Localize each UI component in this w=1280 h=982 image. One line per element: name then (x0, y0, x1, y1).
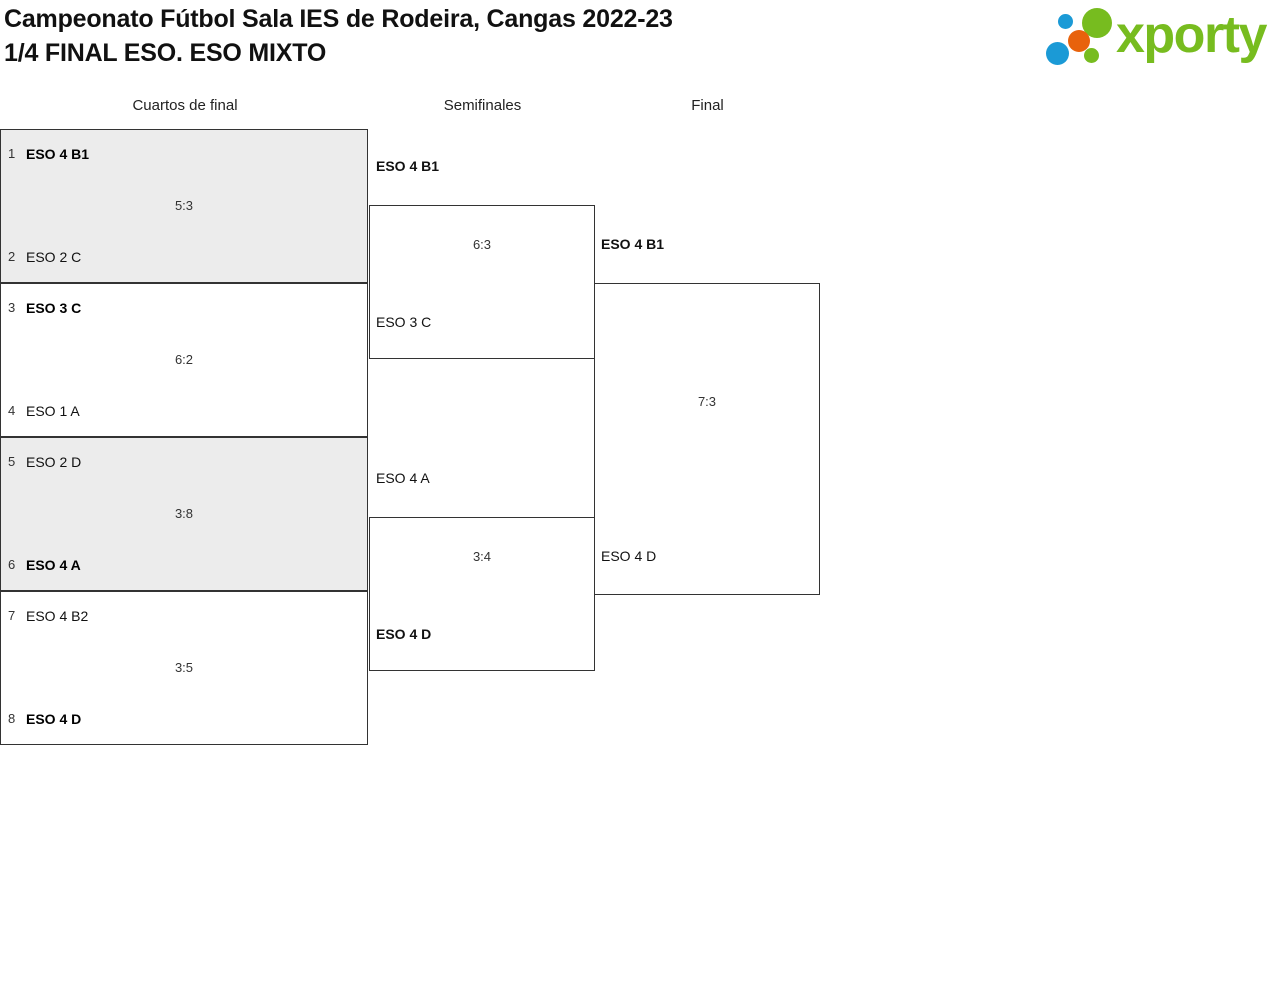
page-title: Campeonato Fútbol Sala IES de Rodeira, C… (4, 2, 904, 70)
team-name: ESO 4 B1 (376, 158, 440, 174)
logo-dot-blue-small (1058, 14, 1073, 29)
seed-number: 4 (8, 403, 16, 418)
round-header-semifinals: Semifinales (443, 97, 522, 114)
seed-number: 6 (8, 557, 16, 572)
team-name: ESO 4 A (376, 470, 430, 486)
match-quarterfinal-2[interactable]: 3 ESO 3 C 6:2 4 ESO 1 A (0, 283, 368, 437)
team-name: ESO 3 C (26, 300, 82, 316)
team-name-champion: ESO 4 B1 (601, 236, 665, 252)
tournament-title-line-1: Campeonato Fútbol Sala IES de Rodeira, C… (4, 5, 673, 33)
match-score: 7:3 (697, 394, 717, 409)
round-header-final: Final (691, 97, 724, 114)
match-score: 3:4 (472, 549, 492, 564)
team-name: ESO 3 C (376, 314, 432, 330)
team-name: ESO 2 D (26, 454, 82, 470)
match-quarterfinal-4[interactable]: 7 ESO 4 B2 3:5 8 ESO 4 D (0, 591, 368, 745)
team-name: ESO 4 B2 (26, 608, 89, 624)
match-final[interactable]: 7:3 (594, 283, 820, 595)
logo-dot-blue-large (1046, 42, 1069, 65)
match-quarterfinal-3[interactable]: 5 ESO 2 D 3:8 6 ESO 4 A (0, 437, 368, 591)
seed-number: 1 (8, 146, 16, 161)
xporty-logo[interactable]: xporty (1046, 4, 1276, 66)
match-semifinal-2[interactable]: 3:4 (369, 517, 595, 671)
match-score: 3:8 (174, 506, 194, 521)
logo-wordmark: xporty (1116, 6, 1267, 64)
match-score: 6:2 (174, 352, 194, 367)
page-header: Campeonato Fútbol Sala IES de Rodeira, C… (0, 0, 1280, 90)
match-quarterfinal-1[interactable]: 1 ESO 4 B1 5:3 2 ESO 2 C (0, 129, 368, 283)
seed-number: 2 (8, 249, 16, 264)
team-name: ESO 4 D (376, 626, 432, 642)
team-name: ESO 4 A (26, 557, 81, 573)
team-name: ESO 4 D (601, 548, 657, 564)
logo-dots-icon (1046, 6, 1124, 65)
match-score: 5:3 (174, 198, 194, 213)
match-score: 3:5 (174, 660, 194, 675)
round-header-quarterfinals: Cuartos de final (132, 97, 238, 114)
team-name: ESO 4 B1 (26, 146, 90, 162)
match-score: 6:3 (472, 237, 492, 252)
logo-dot-green-small (1084, 48, 1099, 63)
team-name: ESO 4 D (26, 711, 82, 727)
match-semifinal-1[interactable]: 6:3 (369, 205, 595, 359)
seed-number: 3 (8, 300, 16, 315)
seed-number: 5 (8, 454, 16, 469)
seed-number: 8 (8, 711, 16, 726)
seed-number: 7 (8, 608, 16, 623)
tournament-title-line-2: 1/4 FINAL ESO. ESO MIXTO (4, 39, 327, 67)
team-name: ESO 2 C (26, 249, 82, 265)
logo-dot-orange (1068, 30, 1090, 52)
team-name: ESO 1 A (26, 403, 80, 419)
